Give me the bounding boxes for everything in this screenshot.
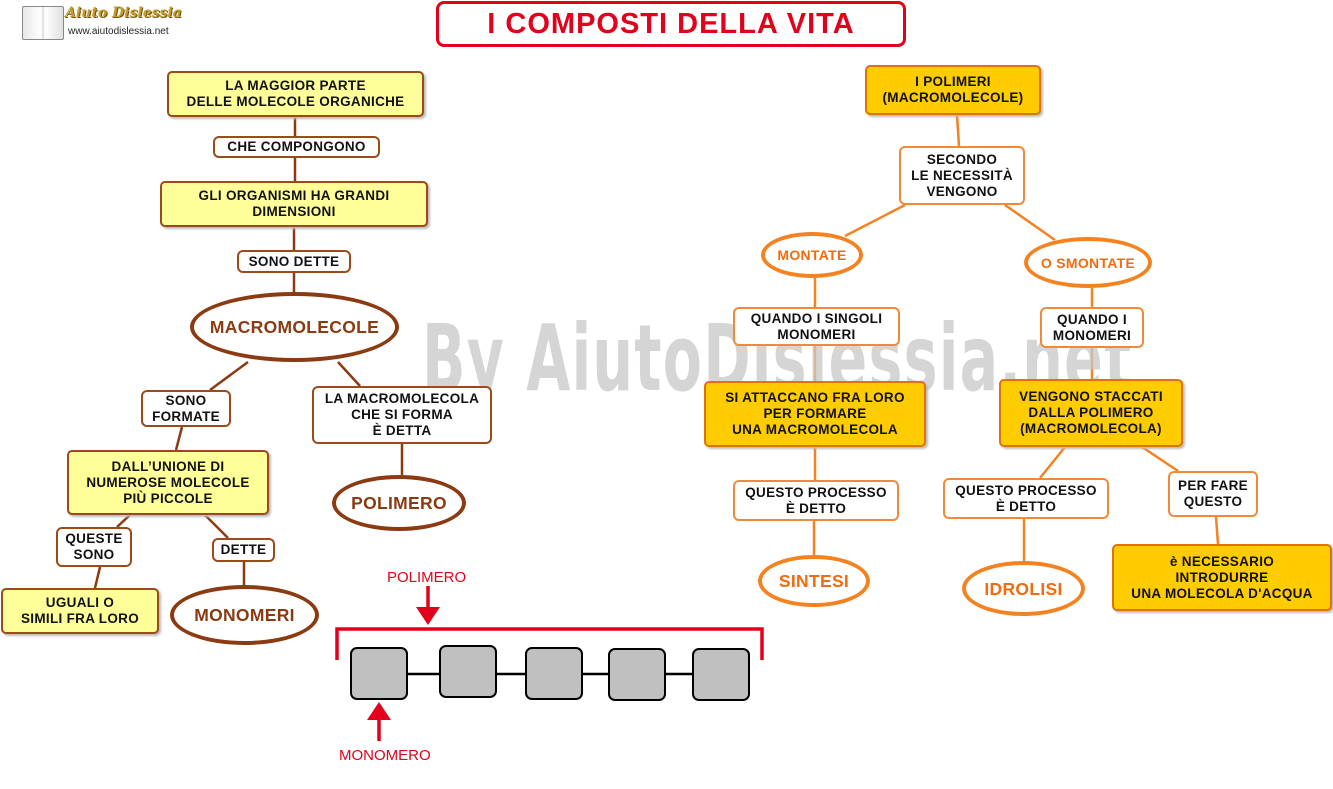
link-queste-sono: QUESTE SONO bbox=[56, 527, 132, 567]
monomer-unit bbox=[608, 648, 666, 701]
link-dette: DETTE bbox=[212, 538, 275, 562]
monomer-unit bbox=[692, 648, 750, 701]
link-sono-formate: SONO FORMATE bbox=[141, 390, 231, 427]
link-quando-monomeri: QUANDO I MONOMERI bbox=[1040, 307, 1144, 348]
link-sono-dette: SONO DETTE bbox=[237, 250, 351, 273]
concept-montate: MONTATE bbox=[761, 232, 863, 278]
link-processo-sintesi: QUESTO PROCESSO È DETTO bbox=[733, 480, 899, 521]
label-monomero: MONOMERO bbox=[339, 747, 431, 764]
link-che-compongono: CHE COMPONGONO bbox=[213, 136, 380, 158]
link-per-fare-questo: PER FARE QUESTO bbox=[1168, 471, 1258, 517]
node-maggior-parte: LA MAGGIOR PARTE DELLE MOLECOLE ORGANICH… bbox=[167, 71, 424, 117]
monomer-unit bbox=[525, 647, 583, 700]
concept-polimero: POLIMERO bbox=[332, 475, 466, 531]
concept-idrolisi: IDROLISI bbox=[962, 561, 1085, 616]
concept-sintesi: SINTESI bbox=[758, 555, 870, 607]
site-logo[interactable]: Aiuto Dislessia www.aiutodislessia.net bbox=[22, 4, 182, 40]
concept-macromolecole: MACROMOLECOLE bbox=[190, 292, 399, 362]
logo-brand: Aiuto Dislessia bbox=[65, 5, 182, 21]
monomer-unit bbox=[439, 645, 497, 698]
node-polimeri: I POLIMERI (MACROMOLECOLE) bbox=[865, 65, 1041, 115]
node-staccati: VENGONO STACCATI DALLA POLIMERO (MACROMO… bbox=[999, 379, 1183, 447]
link-secondo-necessita: SECONDO LE NECESSITÀ VENGONO bbox=[899, 146, 1025, 205]
page-title: I COMPOSTI DELLA VITA bbox=[436, 1, 906, 47]
monomer-unit bbox=[350, 647, 408, 700]
node-attaccano: SI ATTACCANO FRA LORO PER FORMARE UNA MA… bbox=[704, 381, 926, 447]
node-unione: DALL’UNIONE DI NUMEROSE MOLECOLE PIÙ PIC… bbox=[67, 450, 269, 515]
node-uguali: UGUALI O SIMILI FRA LORO bbox=[1, 588, 159, 634]
link-macromolecola-detta: LA MACROMOLECOLA CHE SI FORMA È DETTA bbox=[312, 386, 492, 444]
logo-url: www.aiutodislessia.net bbox=[68, 26, 169, 37]
concept-smontate: O SMONTATE bbox=[1024, 237, 1152, 288]
book-icon bbox=[22, 6, 64, 40]
node-molecola-acqua: è NECESSARIO INTRODURRE UNA MOLECOLA D'A… bbox=[1112, 544, 1332, 611]
link-quando-singoli: QUANDO I SINGOLI MONOMERI bbox=[733, 307, 900, 346]
node-organismi: GLI ORGANISMI HA GRANDI DIMENSIONI bbox=[160, 181, 428, 227]
label-polimero: POLIMERO bbox=[387, 569, 467, 586]
concept-monomeri: MONOMERI bbox=[170, 585, 319, 645]
link-processo-idrolisi: QUESTO PROCESSO È DETTO bbox=[943, 478, 1109, 519]
